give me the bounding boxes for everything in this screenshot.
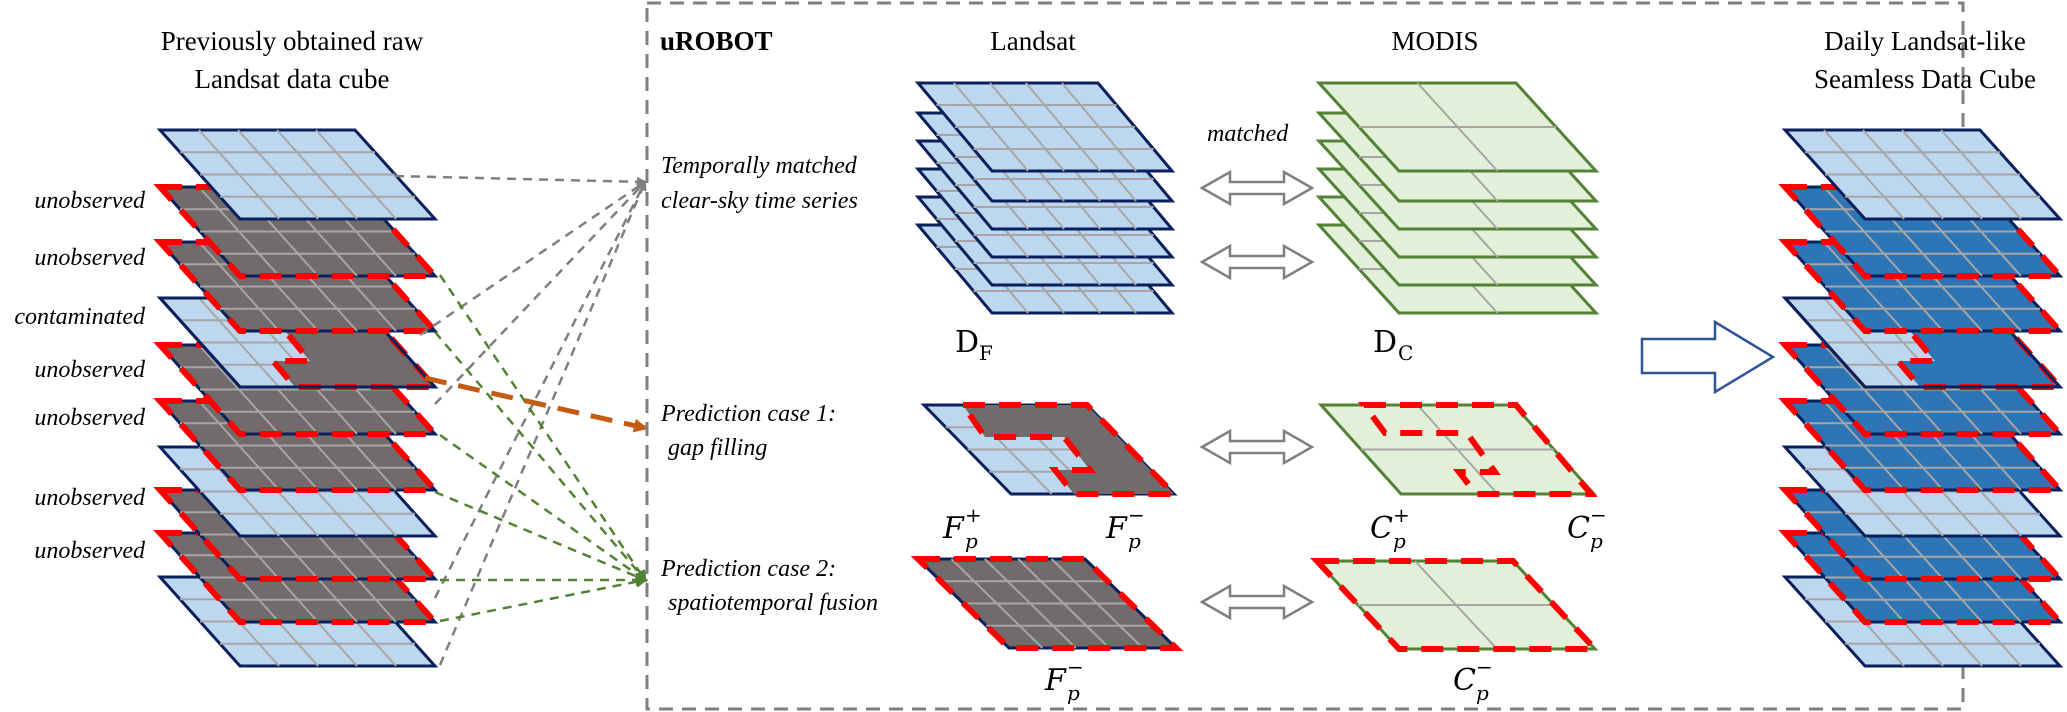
row3-label-line2: spatiotemporal fusion [668, 590, 878, 616]
cp-plus-main: C [1370, 511, 1393, 546]
landsat-clear-sky-stack [914, 81, 1176, 315]
modis-layer [1315, 81, 1600, 173]
clear-layer [1781, 128, 2064, 221]
left-title-line2: Landsat data cube [195, 64, 390, 94]
fp-minus2-main: F [1044, 663, 1067, 698]
dc-subscript: C [1398, 341, 1413, 365]
cp-minus-label-case2: C p − [1453, 655, 1493, 705]
layer-label: unobserved [34, 538, 146, 564]
cp-plus-sup: + [1393, 503, 1410, 527]
fp-minus-label: F p − [1105, 503, 1145, 553]
layer-label: unobserved [34, 188, 146, 214]
cp-minus-main: C [1567, 511, 1590, 546]
layer-labels: unobserved unobserved contaminated unobserv… [14, 188, 146, 564]
fp-minus-label-case2: F p − [1044, 655, 1084, 705]
green-connector [434, 490, 648, 583]
landsat-column-header: Landsat [990, 26, 1076, 56]
gap-border [910, 556, 1184, 651]
cp-minus-sup: − [1590, 503, 1607, 527]
gray-connector [419, 180, 647, 337]
df-subscript: F [979, 341, 993, 365]
fp-minus2-sup: − [1067, 655, 1084, 679]
prediction-layers [910, 402, 1602, 652]
gray-connector [394, 174, 647, 187]
double-arrow-icon [1199, 428, 1315, 466]
fp-plus-label: F p + [942, 503, 982, 553]
gap-border [957, 402, 1182, 497]
fp-minus-sup: − [1128, 503, 1145, 527]
row2-label-line2: gap filling [668, 435, 767, 461]
fp-plus-main: F [942, 511, 965, 546]
modis-case2-layer [1310, 558, 1602, 652]
cp-minus-sub: p [1590, 529, 1603, 553]
row1-label-line2: clear-sky time series [661, 188, 858, 214]
double-arrow-icon [1199, 583, 1315, 621]
green-connector [439, 575, 648, 623]
landsat-case1-layer [920, 402, 1182, 497]
df-label: D F [955, 325, 993, 365]
urobot-title: uROBOT [660, 26, 773, 56]
cp-plus-label: C p + [1370, 503, 1410, 553]
clear-layer [156, 128, 439, 221]
seamless-data-cube [1778, 128, 2067, 668]
dc-main: D [1373, 325, 1397, 360]
modis-clear-sky-stack [1315, 81, 1600, 315]
green-connector [439, 433, 648, 582]
fp-minus2-sub: p [1067, 681, 1080, 705]
row3-label-line1: Prediction case 2: [660, 556, 836, 582]
layer-label: unobserved [34, 485, 146, 511]
orange-connector [424, 375, 648, 433]
left-title-line1: Previously obtained raw [161, 26, 424, 56]
fp-plus-sub: p [965, 529, 978, 553]
cp-minus-label: C p − [1567, 503, 1607, 553]
matched-label: matched [1207, 121, 1289, 147]
left-panel: Previously obtained raw Landsat data cub… [14, 26, 442, 668]
cp-plus-sub: p [1393, 529, 1406, 553]
double-arrow-icon [1199, 243, 1315, 281]
landsat-case2-layer [910, 556, 1184, 651]
right-title-line1: Daily Landsat-like [1824, 26, 2026, 56]
cp-minus2-sub: p [1476, 681, 1489, 705]
green-connector [434, 331, 647, 583]
gray-connector [438, 180, 647, 666]
right-panel: Daily Landsat-like Seamless Data Cube [1778, 26, 2067, 668]
gap-border [1358, 402, 1598, 497]
layer-label: unobserved [34, 357, 146, 383]
row2-label-line1: Prediction case 1: [660, 401, 836, 427]
fp-minus-sub: p [1128, 529, 1141, 553]
gap-border [1310, 558, 1602, 652]
connector-lines [394, 174, 648, 666]
modis-case1-layer [1317, 402, 1598, 497]
double-arrows [1199, 169, 1315, 621]
gray-connector [434, 180, 647, 405]
green-connector [438, 274, 647, 583]
row1-label-line1: Temporally matched [661, 153, 858, 179]
cp-minus2-sup: − [1476, 655, 1493, 679]
df-main: D [955, 325, 979, 360]
dc-label: D C [1373, 325, 1413, 365]
layer-label: unobserved [34, 405, 146, 431]
raw-landsat-data-cube [153, 128, 442, 668]
layer-label: unobserved [34, 245, 146, 271]
fp-minus-main: F [1105, 511, 1128, 546]
layer-label: contaminated [14, 304, 146, 330]
urobot-box: uROBOT Landsat MODIS Temporally matched … [645, 1, 1965, 711]
fp-plus-sup: + [965, 503, 982, 527]
output-arrow-icon [1640, 319, 1776, 395]
gap-region [963, 405, 1174, 494]
modis-column-header: MODIS [1391, 26, 1478, 56]
landsat-layer [914, 81, 1176, 173]
cp-minus2-main: C [1453, 663, 1476, 698]
double-arrow-icon [1199, 169, 1315, 207]
gray-connector [433, 180, 647, 599]
right-title-line2: Seamless Data Cube [1814, 64, 2036, 94]
